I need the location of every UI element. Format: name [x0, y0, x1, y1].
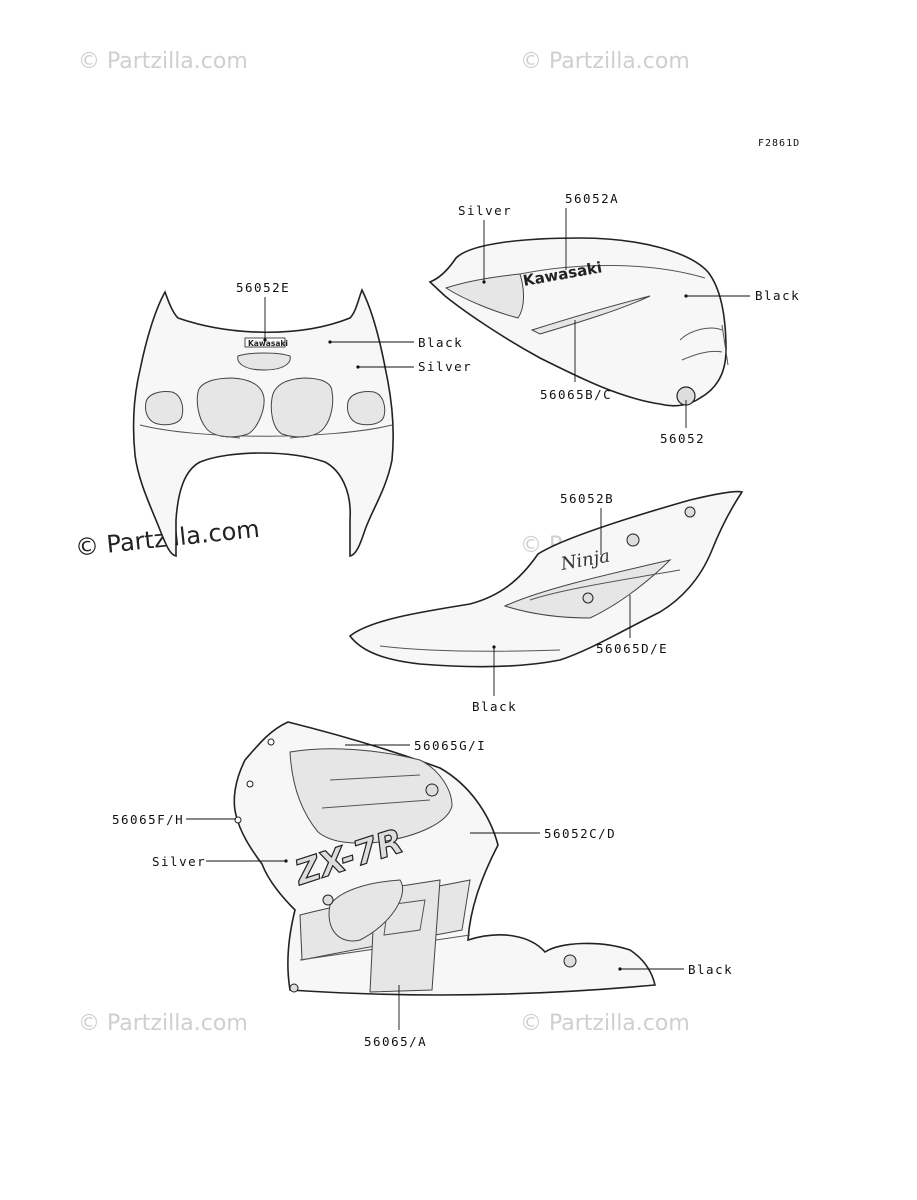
part-number-56065-A: 56065/A	[364, 1034, 427, 1049]
color-label-black-side: Black	[688, 962, 733, 977]
color-label-black-tank: Black	[755, 288, 800, 303]
front-cowl: Kawasaki	[132, 288, 394, 557]
tail-cowl: Ninja	[348, 490, 744, 668]
color-label-black-cowl: Black	[418, 335, 463, 350]
part-number-56052B: 56052B	[560, 491, 614, 506]
watermark-bottom-left: © Partzilla.com	[78, 1011, 248, 1036]
part-number-56065B-C: 56065B/C	[540, 387, 612, 402]
fuel-tank: Kawasaki	[428, 237, 729, 407]
side-fairing: ZX-7R	[233, 721, 656, 996]
diagram-code: F2861D	[758, 138, 800, 149]
color-label-silver-cowl: Silver	[418, 359, 472, 374]
part-number-56065D-E: 56065D/E	[596, 641, 668, 656]
part-number-56052A: 56052A	[565, 191, 619, 206]
color-label-black-tail: Black	[472, 699, 517, 714]
watermark-top-right: © Partzilla.com	[520, 49, 690, 74]
part-number-56052C-D: 56052C/D	[544, 826, 616, 841]
part-number-56052: 56052	[660, 431, 705, 446]
watermark-bottom-right: © Partzilla.com	[520, 1011, 690, 1036]
color-label-silver-side: Silver	[152, 854, 206, 869]
part-number-56052E: 56052E	[236, 280, 290, 295]
part-number-56065G-I: 56065G/I	[414, 738, 486, 753]
part-number-56065F-H: 56065F/H	[112, 812, 184, 827]
watermark-top-left: © Partzilla.com	[78, 49, 248, 74]
kawasaki-emblem-cowl-text: Kawasaki	[248, 339, 288, 348]
color-label-silver-tank: Silver	[458, 203, 512, 218]
